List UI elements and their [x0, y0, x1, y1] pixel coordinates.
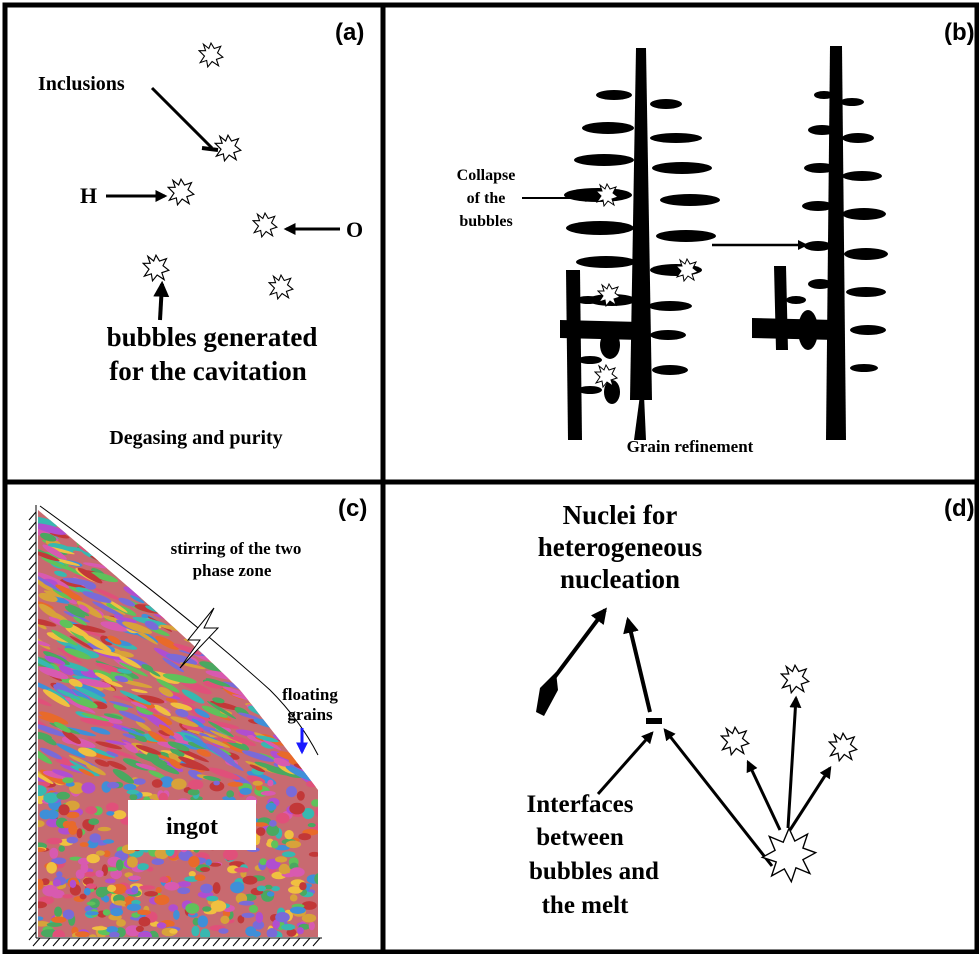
- interfaces-label-line4: the melt: [542, 892, 629, 919]
- bubble-icon: [595, 183, 619, 207]
- panel-a-caption: Degasing and purity: [109, 427, 282, 449]
- panel-a: (a) Inclusions H O bubbles generated for…: [38, 19, 364, 449]
- panel-b: (b): [457, 19, 975, 456]
- panel-d: (d) Nuclei for heterogeneous nucleation …: [527, 495, 975, 919]
- bubbles-label-line1: bubbles generated: [107, 322, 318, 352]
- nucleus-particle: [536, 672, 558, 716]
- bubble-arrow-up: [786, 695, 802, 829]
- o-label: O: [346, 217, 363, 242]
- inclusions-arrow-line: [150, 86, 214, 150]
- bubble-icon: [268, 274, 294, 300]
- dendrite-icon: [560, 48, 720, 440]
- inclusion-mark: [201, 146, 219, 152]
- bubble-icon: [828, 732, 858, 762]
- interface-particle: [646, 718, 662, 724]
- bubble-arrow-left: [746, 759, 782, 831]
- bubble-icon: [214, 134, 242, 162]
- collapse-label-line2: of the: [467, 190, 506, 207]
- interfaces-label-line2: between: [536, 824, 624, 851]
- interfaces-arrow: [596, 731, 654, 795]
- bubble-icon: [167, 178, 195, 206]
- bubble-icon: [198, 42, 224, 68]
- floating-label-line1: floating: [282, 685, 338, 704]
- collapse-label-line1: Collapse: [457, 167, 516, 184]
- bubble-icon: [252, 212, 278, 238]
- bubble-icon: [142, 254, 170, 282]
- stirring-label-line1: stirring of the two: [171, 539, 302, 558]
- bubble-arrow-right: [788, 765, 832, 831]
- mold-wall: [28, 505, 322, 947]
- panel-b-caption: Grain refinement: [627, 437, 754, 456]
- ingot-label-box: [128, 800, 256, 850]
- panel-d-label: (d): [944, 495, 975, 522]
- bubble-to-interface-arrow: [663, 728, 774, 867]
- collapse-label-line3: bubbles: [459, 213, 512, 230]
- nuclei-label-line1: Nuclei for: [563, 500, 678, 530]
- panel-c: (c) stirring of the two phase zone float…: [28, 495, 367, 947]
- mold-outline: [39, 505, 319, 756]
- lightning-icon: [179, 607, 220, 669]
- bubbles-label-line2: for the cavitation: [109, 356, 306, 386]
- bubble-icon: [780, 664, 810, 694]
- interfaces-label-line1: Interfaces: [527, 791, 634, 818]
- dendrite-icon: [752, 46, 888, 440]
- panel-a-label: (a): [335, 19, 364, 46]
- panel-b-label: (b): [944, 19, 975, 46]
- interface-to-label-arrow: [623, 616, 652, 713]
- nuclei-label-line2: heterogeneous: [538, 532, 702, 562]
- nucleus-to-label-arrow: [552, 607, 607, 680]
- panel-c-label: (c): [338, 495, 367, 522]
- bubble-icon: [675, 258, 699, 282]
- stirring-label-line2: phase zone: [193, 561, 272, 580]
- bubbles-arrow: [153, 280, 170, 321]
- bubble-icon: [720, 726, 750, 756]
- floating-label-line2: grains: [287, 705, 333, 724]
- nuclei-label-line3: nucleation: [560, 564, 680, 594]
- inclusions-label: Inclusions: [38, 73, 125, 95]
- h-label: H: [80, 183, 97, 208]
- ingot-label: ingot: [166, 814, 218, 840]
- interfaces-label-line3: bubbles and: [529, 858, 659, 885]
- bubble-icon: [761, 827, 817, 883]
